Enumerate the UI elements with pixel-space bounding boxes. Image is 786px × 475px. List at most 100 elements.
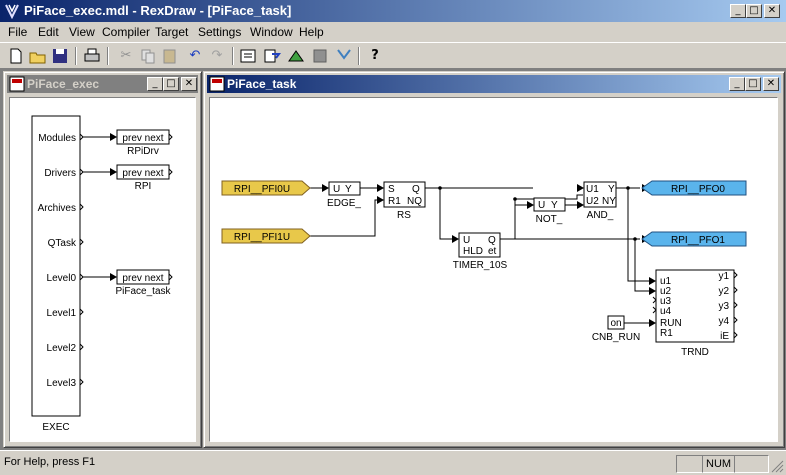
rexdraw-app-icon[interactable]: [4, 3, 20, 20]
print-icon[interactable]: [82, 46, 102, 66]
compile-icon[interactable]: [238, 46, 258, 66]
rs-block[interactable]: [383, 181, 426, 208]
piface-task-block[interactable]: [116, 269, 170, 285]
rs-label: RS: [397, 210, 411, 221]
exec-window-titlebar[interactable]: PiFace_exec _ □ ✕: [7, 75, 198, 93]
stop-icon[interactable]: [310, 46, 330, 66]
exec-block-label: EXEC: [42, 422, 69, 433]
maximize-button[interactable]: □: [746, 4, 762, 18]
watch-icon[interactable]: [286, 46, 306, 66]
exec-window-title: PiFace_exec: [27, 77, 100, 91]
menu-target[interactable]: Target: [155, 25, 189, 39]
minimize-button[interactable]: _: [730, 4, 746, 18]
toolbar-separator: [75, 47, 77, 65]
menu-view[interactable]: View: [69, 25, 95, 39]
output-pfo0[interactable]: [641, 180, 747, 196]
copy-icon[interactable]: [138, 46, 158, 66]
input-pfi0u-label: RPI__PFI0U: [234, 184, 290, 195]
exec-ports: Modules Drivers Archives QTask Level0 Le…: [38, 133, 84, 389]
timer-block[interactable]: [458, 232, 501, 258]
menu-help[interactable]: Help: [299, 25, 324, 39]
toolbar-separator: [107, 47, 109, 65]
port-archives: Archives: [38, 203, 76, 214]
rpidrv-ports: prev next: [122, 133, 163, 144]
edge-block[interactable]: [328, 181, 361, 196]
input-pfi1u[interactable]: [221, 228, 311, 244]
toolbar: ✂ ↶ ↷ ?: [0, 42, 786, 70]
output-pfo1[interactable]: [641, 231, 747, 247]
task-window[interactable]: PiFace_task _ □ ✕: [203, 71, 785, 448]
exec-close-button[interactable]: ✕: [181, 77, 197, 91]
not-block[interactable]: [533, 197, 566, 212]
trnd-out-y1: y1: [718, 271, 729, 282]
redo-icon[interactable]: ↷: [211, 48, 223, 63]
task-window-title: PiFace_task: [227, 77, 297, 91]
trnd-in-run: RUN: [660, 318, 682, 329]
save-icon[interactable]: [50, 46, 70, 66]
exec-canvas[interactable]: EXEC Modules Drivers Archives QTask Leve…: [9, 97, 196, 442]
task-window-titlebar[interactable]: PiFace_task _ □ ✕: [207, 75, 781, 93]
status-panel-empty: [734, 455, 769, 473]
edge-pin-y: Y: [345, 184, 352, 195]
resize-grip-icon[interactable]: [770, 459, 784, 473]
rpidrv-block[interactable]: [116, 129, 170, 145]
port-level2: Level2: [47, 343, 77, 354]
menu-settings[interactable]: Settings: [198, 25, 242, 39]
menu-window[interactable]: Window: [250, 25, 293, 39]
port-level1: Level1: [47, 308, 77, 319]
task-close-button[interactable]: ✕: [763, 77, 779, 91]
cnb-run-label: CNB_RUN: [592, 332, 640, 343]
output-pfo0-label: RPI__PFO0: [671, 184, 725, 195]
menu-file[interactable]: File: [8, 25, 28, 39]
exec-minimize-button[interactable]: _: [147, 77, 163, 91]
trnd-in-u4: u4: [660, 306, 672, 317]
rs-pin-r1: R1: [388, 196, 401, 207]
port-drivers: Drivers: [44, 168, 76, 179]
exec-window[interactable]: PiFace_exec _ □ ✕ EXEC Modules Drivers A…: [3, 71, 202, 448]
open-icon[interactable]: [28, 46, 48, 66]
and-label: AND_: [587, 210, 614, 221]
task-minimize-button[interactable]: _: [729, 77, 745, 91]
port-level3: Level3: [47, 378, 77, 389]
connection-wire[interactable]: [83, 133, 117, 281]
timer-pin-et: et: [488, 246, 497, 257]
rs-pin-q: Q: [412, 184, 420, 195]
menu-edit[interactable]: Edit: [38, 25, 59, 39]
port-modules: Modules: [38, 133, 76, 144]
undo-icon[interactable]: ↶: [189, 48, 201, 63]
wire-junctions: [438, 186, 637, 241]
diagnostics-icon[interactable]: [334, 46, 354, 66]
input-pfi0u[interactable]: [221, 180, 311, 196]
and-pin-u2: U2: [586, 196, 599, 207]
exec-block[interactable]: [31, 115, 81, 417]
app-title: PiFace_exec.mdl - RexDraw - [PiFace_task…: [24, 3, 292, 18]
cnb-run-block[interactable]: [607, 315, 625, 330]
trnd-in-r1: R1: [660, 328, 673, 339]
status-help-text: For Help, press F1: [4, 456, 96, 468]
cut-icon[interactable]: ✂: [120, 48, 132, 63]
download-icon[interactable]: [262, 46, 282, 66]
status-num: NUM: [702, 455, 735, 473]
trnd-block[interactable]: [655, 269, 735, 343]
and-block[interactable]: [583, 181, 617, 208]
task-canvas[interactable]: RPI__PFI0U RPI__PFI1U U Y EDGE_ S Q R1 N…: [209, 97, 778, 442]
task-maximize-button[interactable]: □: [745, 77, 761, 91]
edge-label: EDGE_: [327, 198, 361, 209]
menu-compiler[interactable]: Compiler: [102, 25, 151, 39]
trnd-out-y4: y4: [718, 316, 729, 327]
port-qtask: QTask: [48, 238, 77, 249]
piface-task-ports: prev next: [122, 273, 163, 284]
trnd-label: TRND: [681, 347, 709, 358]
new-icon[interactable]: [6, 46, 26, 66]
help-icon[interactable]: ?: [371, 48, 379, 63]
app-titlebar[interactable]: PiFace_exec.mdl - RexDraw - [PiFace_task…: [0, 0, 786, 22]
close-button[interactable]: ✕: [764, 4, 780, 18]
and-pin-u1: U1: [586, 184, 599, 195]
status-bar: For Help, press F1 NUM: [0, 450, 786, 475]
not-label: NOT_: [536, 214, 563, 225]
paste-icon[interactable]: [160, 46, 180, 66]
exec-maximize-button[interactable]: □: [163, 77, 179, 91]
piface-task-label: PiFace_task: [115, 286, 171, 297]
rpi-block[interactable]: [116, 164, 170, 180]
toolbar-separator: [358, 47, 360, 65]
